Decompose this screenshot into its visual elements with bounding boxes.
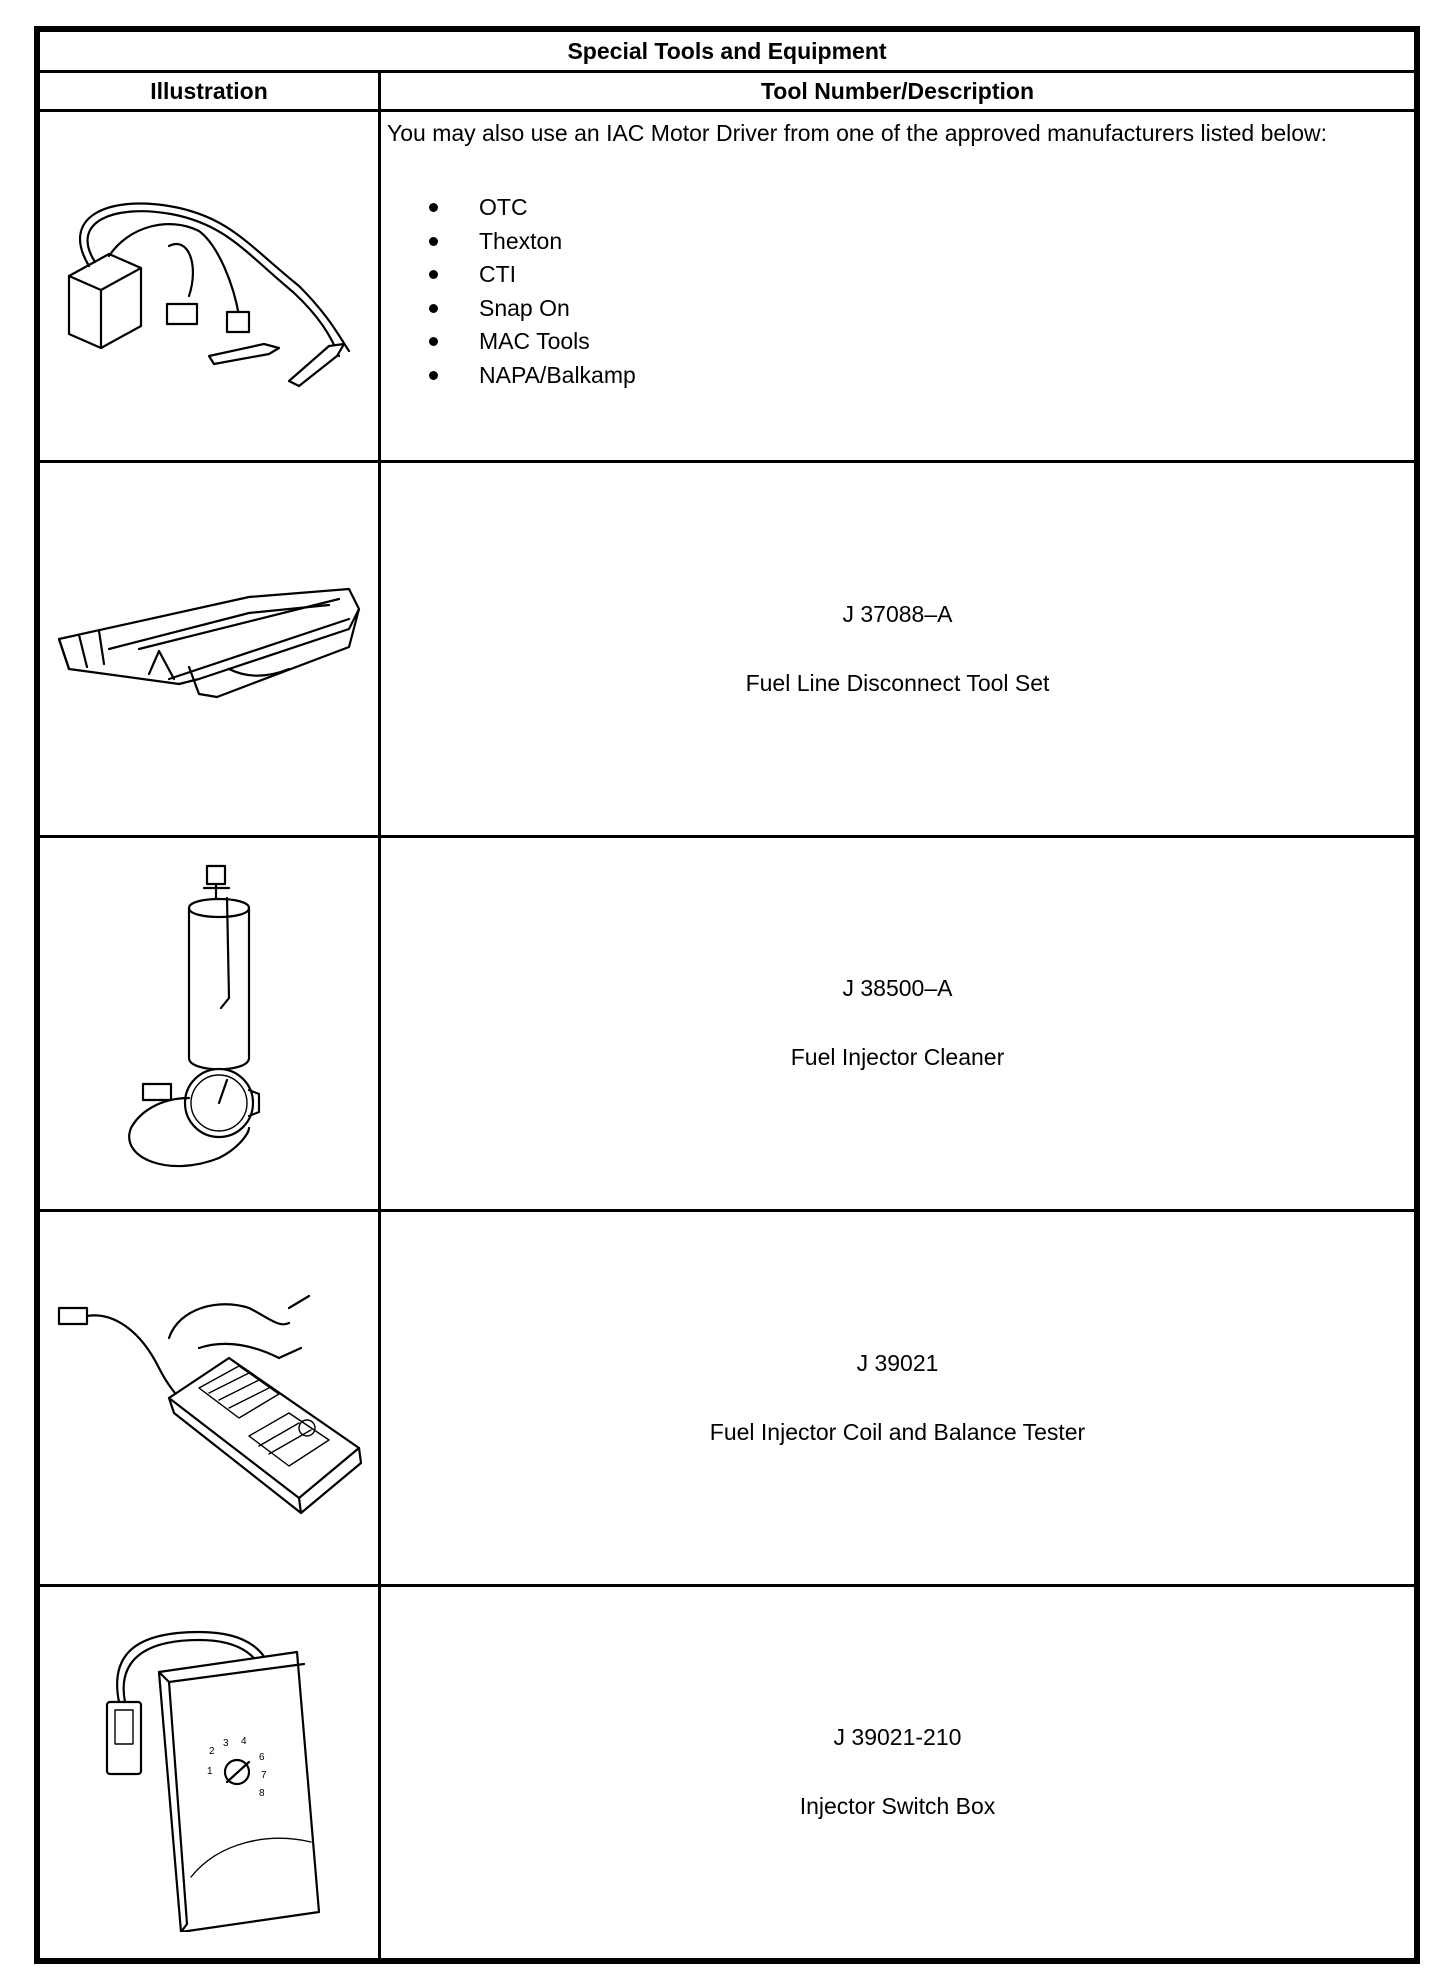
illustration-cell <box>37 109 381 464</box>
svg-text:3: 3 <box>223 1738 229 1749</box>
tools-table: Special Tools and Equipment Illustration… <box>37 28 1417 1962</box>
bullet-icon <box>429 337 438 347</box>
list-item: Thexton <box>429 225 1408 259</box>
manufacturer-name: Thexton <box>479 227 563 254</box>
illustration-cell <box>37 1209 381 1587</box>
injector-switch-box-icon: 2 3 4 6 7 8 1 <box>105 1631 321 1933</box>
tool-number: J 39021 <box>856 1349 939 1376</box>
tool-description: Fuel Injector Cleaner <box>790 1044 1005 1071</box>
special-tools-table: Special Tools and Equipment Illustration… <box>34 26 1420 1964</box>
manufacturers-intro: You may also use an IAC Motor Driver fro… <box>387 120 1328 147</box>
tool-description: Injector Switch Box <box>799 1793 996 1820</box>
tool-number: J 37088–A <box>842 601 953 628</box>
svg-text:4: 4 <box>241 1736 247 1747</box>
bullet-icon <box>429 270 438 280</box>
manufacturer-name: Snap On <box>479 294 570 321</box>
tool-description: Fuel Line Disconnect Tool Set <box>745 670 1050 697</box>
iac-motor-driver-icon <box>67 202 351 388</box>
list-item: OTC <box>429 191 1408 225</box>
svg-text:6: 6 <box>259 1752 265 1763</box>
table-row: J 39021 Fuel Injector Coil and Balance T… <box>37 1209 1417 1587</box>
bullet-icon <box>429 236 438 246</box>
tool-number: J 39021-210 <box>833 1724 962 1751</box>
fuel-injector-cleaner-icon <box>128 865 261 1168</box>
manufacturer-name: MAC Tools <box>479 328 590 355</box>
svg-text:7: 7 <box>261 1770 267 1781</box>
svg-text:2: 2 <box>209 1746 215 1757</box>
table-row: You may also use an IAC Motor Driver fro… <box>37 109 1417 464</box>
description-cell: J 38500–A Fuel Injector Cleaner <box>378 834 1417 1213</box>
description-cell: You may also use an IAC Motor Driver fro… <box>378 109 1417 464</box>
bullet-icon <box>429 203 438 213</box>
header-illustration: Illustration <box>37 70 381 113</box>
description-cell: J 39021 Fuel Injector Coil and Balance T… <box>378 1209 1417 1587</box>
list-item: MAC Tools <box>429 325 1408 359</box>
manufacturer-list: OTC Thexton CTI Snap On MAC Tools NAPA/B… <box>387 191 1408 392</box>
list-item: CTI <box>429 258 1408 292</box>
tool-number: J 38500–A <box>842 975 953 1002</box>
manufacturer-name: OTC <box>479 194 528 221</box>
bullet-icon <box>429 303 438 313</box>
fuel-line-disconnect-tool-icon <box>57 588 361 699</box>
illustration-cell: 2 3 4 6 7 8 1 <box>37 1583 381 1962</box>
table-row: 2 3 4 6 7 8 1 J 39021-210 Injector Switc… <box>37 1583 1417 1962</box>
list-item: NAPA/Balkamp <box>429 359 1408 393</box>
manufacturer-name: NAPA/Balkamp <box>479 361 636 388</box>
description-cell: J 39021-210 Injector Switch Box <box>378 1583 1417 1962</box>
table-title: Special Tools and Equipment <box>37 28 1417 74</box>
header-description: Tool Number/Description <box>378 70 1417 113</box>
bullet-icon <box>429 370 438 380</box>
table-row: J 37088–A Fuel Line Disconnect Tool Set <box>37 460 1417 838</box>
table-row: J 38500–A Fuel Injector Cleaner <box>37 834 1417 1213</box>
tool-description: Fuel Injector Coil and Balance Tester <box>709 1418 1086 1445</box>
illustration-cell <box>37 460 381 838</box>
manufacturer-name: CTI <box>479 261 517 288</box>
balance-tester-icon <box>57 1294 363 1514</box>
illustration-cell <box>37 834 381 1213</box>
description-cell: J 37088–A Fuel Line Disconnect Tool Set <box>378 460 1417 838</box>
svg-text:8: 8 <box>259 1788 265 1799</box>
svg-text:1: 1 <box>207 1766 213 1777</box>
list-item: Snap On <box>429 292 1408 326</box>
